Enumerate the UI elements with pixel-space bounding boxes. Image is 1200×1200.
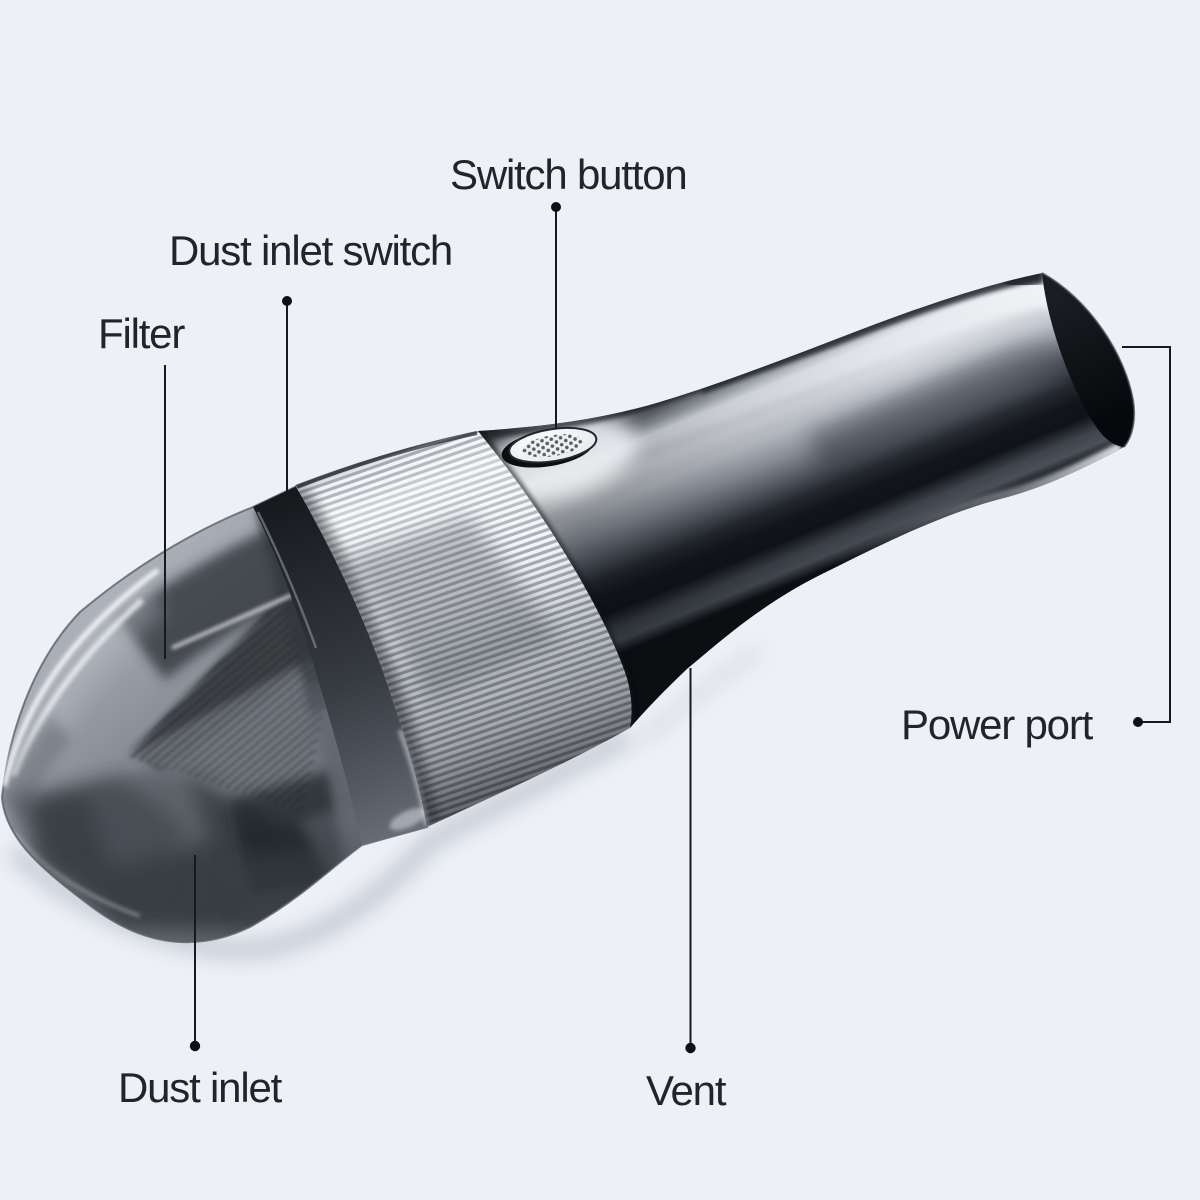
- svg-text:Filter: Filter: [98, 310, 185, 357]
- svg-text:Dust inlet switch: Dust inlet switch: [169, 227, 452, 274]
- svg-text:Dust inlet: Dust inlet: [118, 1064, 283, 1111]
- svg-text:Power port: Power port: [901, 701, 1094, 748]
- svg-text:Switch button: Switch button: [450, 151, 687, 198]
- svg-text:Vent: Vent: [646, 1067, 727, 1114]
